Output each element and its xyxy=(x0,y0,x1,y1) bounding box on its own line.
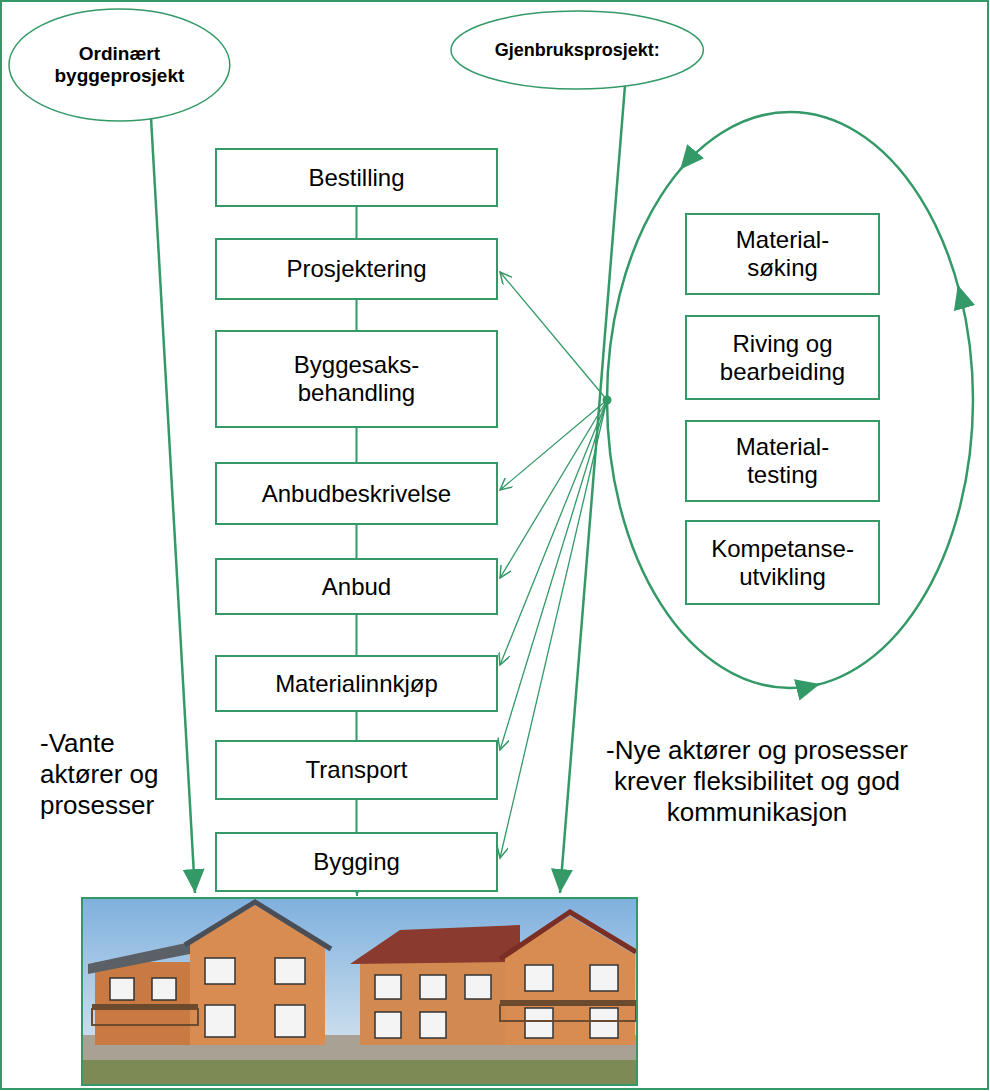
note-text: -Nye aktører og prosesser krever fleksib… xyxy=(592,735,922,829)
hub-arrow xyxy=(500,400,607,750)
reuse-box: Riving og bearbeiding xyxy=(685,315,880,400)
photo-window xyxy=(420,1012,446,1038)
box-label: Materialinnkjøp xyxy=(275,670,438,698)
photo-balcony xyxy=(500,1005,636,1021)
process-box: Transport xyxy=(215,740,498,800)
box-label: Material- søking xyxy=(708,226,858,281)
photo-window xyxy=(205,1005,235,1037)
photo-window xyxy=(465,975,491,999)
box-label: Anbud xyxy=(322,573,391,601)
photo-border xyxy=(82,898,637,1085)
flow-arrow xyxy=(356,893,358,896)
photo-window xyxy=(275,958,305,984)
project-type-ellipse: Gjenbruksprosjekt: xyxy=(450,10,704,90)
connector-line xyxy=(356,525,358,558)
hub-arrow xyxy=(500,272,607,400)
photo-window xyxy=(590,1008,618,1038)
process-box: Anbud xyxy=(215,558,498,615)
photo-window xyxy=(590,965,618,991)
connector-line xyxy=(356,428,358,462)
box-label: Prosjektering xyxy=(286,255,426,283)
photo-lawn xyxy=(82,1060,637,1085)
box-label: Byggesaks- behandling xyxy=(277,351,437,406)
photo-house xyxy=(190,905,325,1045)
project-type-ellipse: Ordinært byggeprosjekt xyxy=(8,8,231,122)
cycle-arrowhead xyxy=(958,285,959,289)
ellipse-label: Ordinært byggeprosjekt xyxy=(49,43,189,87)
box-label: Kompetanse- utvikling xyxy=(708,535,858,590)
photo-window xyxy=(525,965,553,991)
box-label: Anbudbeskrivelse xyxy=(262,480,451,508)
box-label: Bygging xyxy=(313,848,400,876)
box-label: Transport xyxy=(306,756,408,784)
photo-window xyxy=(110,978,134,1000)
process-box: Prosjektering xyxy=(215,238,498,300)
photo-window xyxy=(205,958,235,984)
cycle-ellipse xyxy=(607,112,973,688)
hub-arrow xyxy=(500,400,607,490)
process-box: Anbudbeskrivelse xyxy=(215,462,498,525)
connector-line xyxy=(356,300,358,330)
photo-window xyxy=(525,1008,553,1038)
connector-line xyxy=(356,712,358,740)
process-box: Byggesaks- behandling xyxy=(215,330,498,428)
note-text: -Vante aktører og prosesser xyxy=(40,728,165,822)
box-label: Bestilling xyxy=(308,164,404,192)
process-box: Bygging xyxy=(215,832,498,892)
ellipse-label: Gjenbruksprosjekt: xyxy=(495,40,660,61)
photo-window xyxy=(152,978,176,1000)
photo-window xyxy=(375,975,401,999)
cycle-arrowhead xyxy=(680,167,683,170)
photo-house xyxy=(505,916,635,1045)
process-box: Bestilling xyxy=(215,148,498,207)
photo-window xyxy=(420,975,446,999)
hub-arrow xyxy=(500,400,607,858)
connector-line xyxy=(356,800,358,832)
connector-line xyxy=(356,615,358,655)
reuse-box: Material- søking xyxy=(685,213,880,295)
connector-line xyxy=(356,207,358,238)
reuse-box: Material- testing xyxy=(685,420,880,502)
box-label: Riving og bearbeiding xyxy=(708,330,858,385)
photo-roof xyxy=(88,940,200,974)
cycle-arrowhead xyxy=(816,684,820,685)
process-box: Materialinnkjøp xyxy=(215,655,498,712)
photo-house xyxy=(95,962,195,1045)
ellipse-outline xyxy=(9,9,230,121)
photo-roof xyxy=(500,912,636,959)
ellipse-outline xyxy=(451,11,703,89)
reuse-box: Kompetanse- utvikling xyxy=(685,520,880,605)
photo-window xyxy=(275,1005,305,1037)
housing-photo xyxy=(82,898,637,1085)
photo-roof xyxy=(350,925,520,964)
photo-balcony xyxy=(92,1009,198,1025)
hub-arrow xyxy=(500,400,607,665)
box-label: Material- testing xyxy=(708,433,858,488)
photo-window xyxy=(375,1012,401,1038)
photo-house xyxy=(360,958,510,1045)
photo-roof xyxy=(185,902,331,949)
photo-sky xyxy=(82,898,637,1085)
hub-arrow xyxy=(500,400,607,578)
